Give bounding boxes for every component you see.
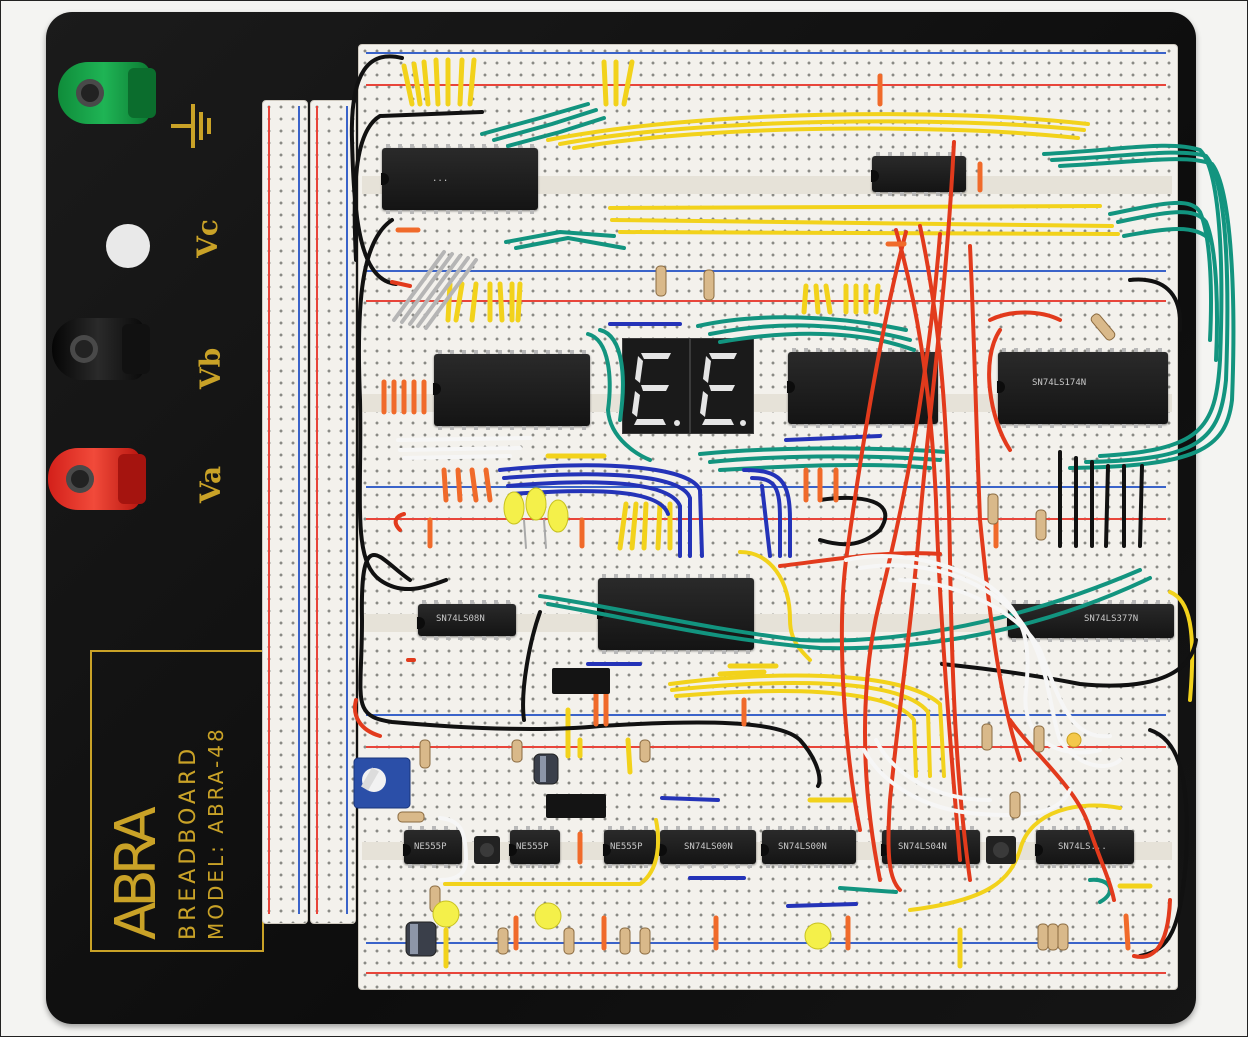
ground-binding-post	[58, 62, 156, 126]
ic-chip	[433, 350, 590, 430]
ic-chip: SN74LS...	[1035, 826, 1134, 868]
seven-segment-display	[690, 338, 754, 434]
seven-segment-display	[622, 338, 690, 434]
ic-chip: NE555P	[603, 826, 656, 868]
ic-chip: NE555P	[403, 826, 462, 868]
mounting-hole	[106, 224, 150, 268]
ic-chip	[787, 348, 938, 428]
ic-chip: SN74LS174N	[997, 348, 1168, 428]
ic-chip: SN74LS00N	[659, 826, 756, 868]
vb-binding-post	[52, 318, 150, 382]
va-binding-post	[48, 448, 146, 512]
ic-chip: ...	[381, 144, 538, 214]
ground-symbol-icon	[171, 104, 211, 148]
ic-chip: SN74LS00N	[761, 826, 856, 868]
ic-chip: SN74LS08N	[417, 600, 516, 640]
ic-chip: NE555P	[509, 826, 560, 868]
